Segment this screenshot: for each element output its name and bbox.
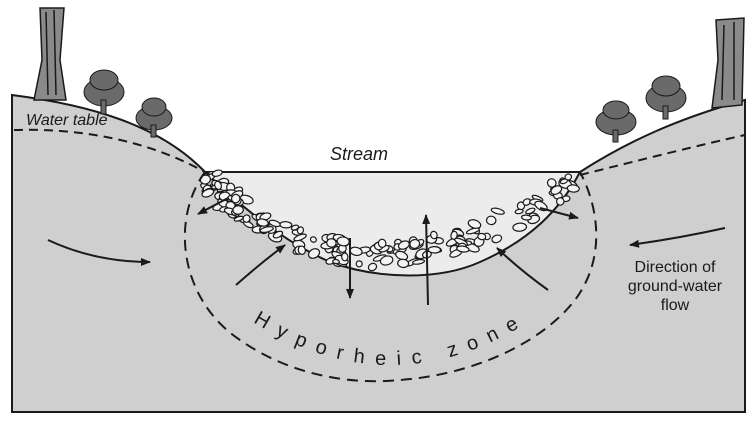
tree-trunk-left-icon <box>34 8 66 100</box>
shrub-right-2-icon <box>646 76 686 119</box>
stream-label: Stream <box>330 144 388 165</box>
direction-label-line-1: Direction of <box>600 258 750 277</box>
gravel-pebble <box>280 221 292 228</box>
gravel-pebble <box>428 247 440 254</box>
gravel-pebble <box>521 215 531 221</box>
tree-trunk-right-icon <box>712 18 744 108</box>
gravel-pebble <box>567 184 579 192</box>
gravel-pebble <box>233 206 244 215</box>
gravel-pebble <box>341 253 348 261</box>
direction-label-line-3: flow <box>600 296 750 315</box>
gravel-pebble <box>515 209 524 214</box>
gravel-pebble <box>486 216 496 225</box>
gravel-pebble <box>333 259 340 264</box>
gravel-pebble <box>356 261 362 267</box>
gravel-pebble <box>397 259 409 268</box>
water-table-label: Water table <box>26 112 108 130</box>
shrub-left-1-icon <box>84 70 124 114</box>
direction-label-line-2: ground-water <box>600 277 750 296</box>
groundwater-direction-label: Direction of ground-water flow <box>600 258 750 315</box>
shrub-right-1-icon <box>596 101 636 142</box>
gravel-pebble <box>477 233 486 240</box>
